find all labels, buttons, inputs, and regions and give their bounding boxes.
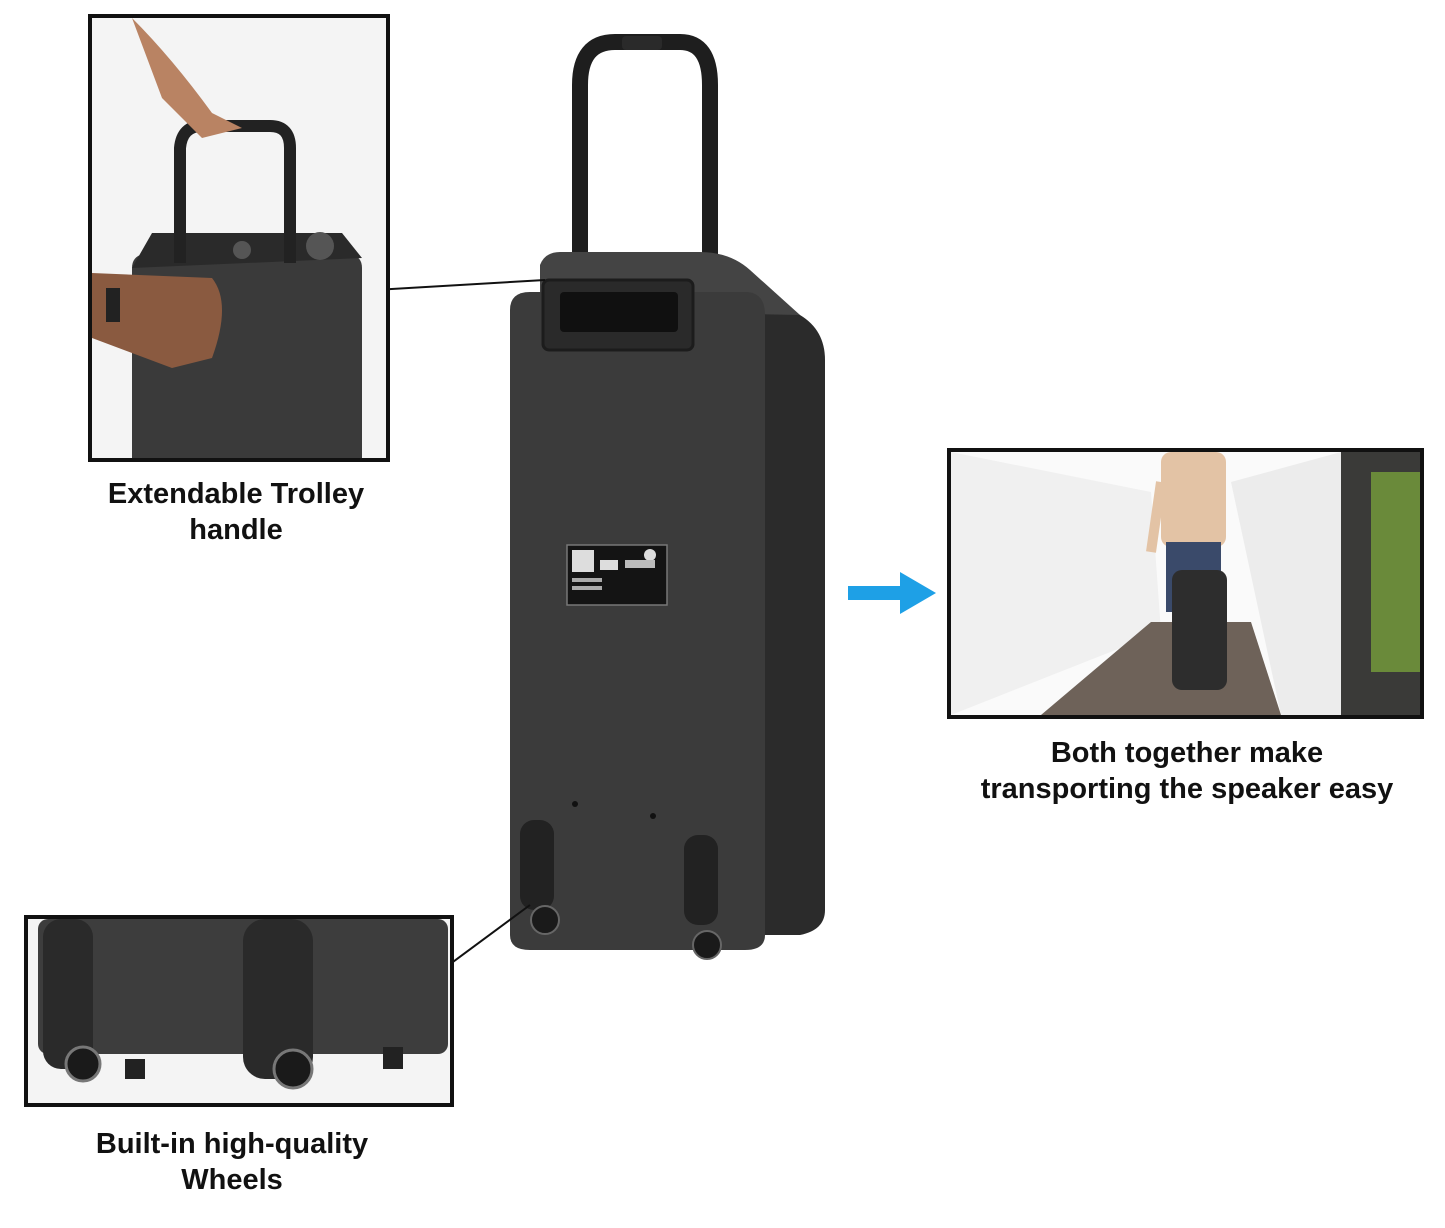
arrow-right-icon [848,572,936,614]
trolley-caption-line1: Extendable Trolley [107,478,365,510]
transport-caption-line2: transporting the speaker easy [980,773,1394,805]
wheels-caption-line1: Built-in high-quality [95,1128,369,1160]
wheels-caption-line2: Wheels [181,1164,283,1196]
trolley-handle-photo [92,18,386,458]
trolley-handle-caption: Extendable Trolley handle [88,476,384,548]
wheels-caption: Built-in high-quality Wheels [24,1126,440,1198]
hallway-photo [951,452,1420,715]
wheels-photo [28,919,450,1103]
speaker-main-image [510,34,825,960]
trolley-handle-inset [88,14,390,462]
transport-caption: Both together make transporting the spea… [947,735,1427,807]
transport-photo-inset [947,448,1424,719]
transport-caption-line1: Both together make [1050,737,1324,769]
trolley-caption-line2: handle [189,514,283,546]
wheels-inset [24,915,454,1107]
